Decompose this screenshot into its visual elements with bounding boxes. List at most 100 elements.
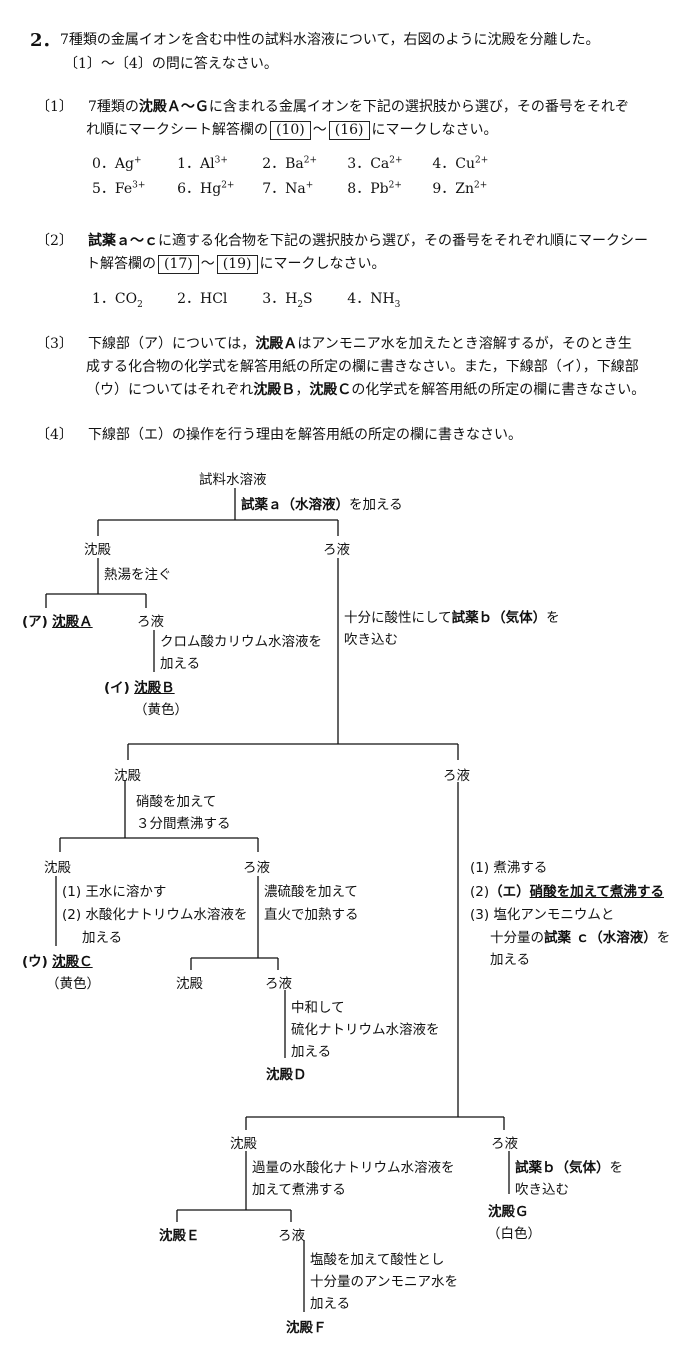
q2-reagent-range: 試薬ａ～ｃ — [88, 233, 158, 249]
q2-line2: ト解答欄の(17)～(19)にマークしなさい。 — [86, 253, 386, 274]
flow-filtrate-1: ろ液 — [323, 542, 350, 558]
flow-filtrate-5: ろ液 — [491, 1136, 518, 1152]
q3-precip-b: 沈殿Ｂ — [253, 382, 296, 398]
flow-precipitate-3: 沈殿 — [44, 860, 71, 876]
option: 3．Ca2+ — [347, 155, 403, 172]
answer-box-16: (16) — [328, 121, 370, 140]
problem-intro-2: 〔1〕～〔4〕の問に答えなさい。 — [64, 56, 278, 72]
flow-boil-4: 十分量の試薬 ｃ（水溶液）を — [490, 930, 671, 946]
q1-line1: 7種類の沈殿Ａ～Ｇに含まれる金属イオンを下記の選択肢から選び，その番号をそれぞ — [88, 96, 629, 116]
flow-naoh-2: 加えて煮沸する — [252, 1182, 346, 1198]
flow-aqua-regia-3: 加える — [82, 930, 123, 946]
flow-filtrate-1b: ろ液 — [137, 614, 164, 630]
option: 7．Na+ — [262, 180, 314, 197]
q3-line3: （ウ）についてはそれぞれ沈殿Ｂ，沈殿Ｃの化学式を解答用紙の所定の欄に書きなさい。 — [86, 379, 645, 399]
flow-boil-1: (1) 煮沸する — [470, 860, 548, 876]
q4-label: 〔4〕 — [36, 427, 73, 443]
flow-neutralize-2: 硫化ナトリウム水溶液を — [291, 1022, 440, 1038]
flow-aqua-regia-2: (2) 水酸化ナトリウム水溶液を — [62, 907, 248, 923]
flow-aqua-regia-1: (1) 王水に溶かす — [62, 884, 167, 900]
flow-neutralize-1: 中和して — [291, 1000, 345, 1016]
option: 3．H2S — [262, 291, 313, 310]
q1-text: れ順にマークシート解答欄の — [86, 122, 268, 138]
q2-text: に適する化合物を下記の選択肢から選び，その番号をそれぞれ順にマークシー — [158, 233, 648, 249]
option: 1．CO2 — [92, 291, 143, 310]
option: 9．Zn2+ — [432, 180, 488, 197]
flow-neutralize-3: 加える — [291, 1044, 332, 1060]
q1-line2: れ順にマークシート解答欄の(10)～(16)にマークしなさい。 — [86, 119, 498, 140]
flow-precipitate-c: (ウ) 沈殿Ｃ — [22, 954, 93, 970]
q1-text: に含まれる金属イオンを下記の選択肢から選び，その番号をそれぞ — [208, 99, 629, 115]
flow-precipitate-a: (ア) 沈殿Ａ — [22, 614, 93, 630]
q3-text: はアンモニア水を加えたとき溶解するが，そのとき生 — [297, 336, 632, 352]
flow-precipitate-b: (イ) 沈殿Ｂ — [104, 680, 175, 696]
flow-precipitate-5: 沈殿 — [230, 1136, 257, 1152]
q3-precip-c: 沈殿Ｃ — [309, 382, 352, 398]
flow-precipitate-f: 沈殿Ｆ — [286, 1320, 327, 1336]
flow-filtrate-3: ろ液 — [243, 860, 270, 876]
flow-b-color: （黄色） — [134, 702, 188, 718]
problem-number: 2． — [30, 30, 61, 51]
option: 4．NH3 — [347, 291, 401, 310]
q2-text: にマークしなさい。 — [259, 256, 386, 272]
flow-hot-water: 熱湯を注ぐ — [104, 567, 172, 583]
q3-line2: 成する化合物の化学式を解答用紙の所定の欄に書きなさい。また，下線部（イ），下線部 — [86, 359, 639, 375]
q3-text: の化学式を解答用紙の所定の欄に書きなさい。 — [351, 382, 646, 398]
q3-text: 下線部（ア）については， — [88, 336, 256, 352]
q3-precip-a: 沈殿Ａ — [255, 336, 298, 352]
flow-chromate-2: 加える — [160, 656, 201, 672]
q2-options: 1．CO2 2．HCl 3．H2S 4．NH3 — [92, 288, 427, 310]
q2-line1: 試薬ａ～ｃに適する化合物を下記の選択肢から選び，その番号をそれぞれ順にマークシー — [88, 230, 648, 250]
flow-filtrate-6: ろ液 — [278, 1228, 305, 1244]
flow-precipitate-2: 沈殿 — [114, 768, 141, 784]
q1-label: 〔1〕 — [36, 99, 73, 115]
flow-sulfuric-2: 直火で加熱する — [264, 907, 359, 923]
flow-precipitate-1: 沈殿 — [84, 542, 111, 558]
flow-gas-b-2: 吹き込む — [515, 1182, 569, 1198]
flow-c-color: （黄色） — [46, 976, 100, 992]
q4-text: 下線部（エ）の操作を行う理由を解答用紙の所定の欄に書きなさい。 — [88, 427, 522, 443]
option: 0．Ag+ — [92, 155, 142, 172]
flow-acid-b-2: 吹き込む — [344, 632, 398, 648]
answer-box-17: (17) — [158, 255, 199, 274]
q1-options-row1: 0．Ag+ 1．Al3+ 2．Ba2+ 3．Ca2+ 4．Cu2+ — [92, 153, 512, 173]
q1-precip-range: 沈殿Ａ～Ｇ — [138, 99, 209, 115]
flow-hcl-2: 十分量のアンモニア水を — [310, 1274, 458, 1290]
flow-boil-3: (3) 塩化アンモニウムと — [470, 907, 615, 923]
flow-naoh-1: 過量の水酸化ナトリウム水溶液を — [252, 1160, 455, 1176]
flow-boil-5: 加える — [490, 952, 531, 968]
flow-acid-b-1: 十分に酸性にして試薬ｂ（気体）を — [344, 610, 560, 626]
flow-filtrate-2: ろ液 — [443, 768, 470, 784]
option: 6．Hg2+ — [177, 180, 235, 197]
q3-label: 〔3〕 — [36, 336, 73, 352]
q1-text: にマークしなさい。 — [371, 122, 498, 138]
flow-g-color: （白色） — [487, 1226, 541, 1242]
q3-text: （ウ）についてはそれぞれ — [86, 382, 254, 398]
flow-precipitate-g: 沈殿Ｇ — [488, 1204, 529, 1220]
flow-sulfuric-1: 濃硫酸を加えて — [264, 884, 358, 900]
flow-sample: 試料水溶液 — [199, 472, 267, 488]
option: 2．Ba2+ — [262, 155, 318, 172]
flow-hcl-3: 加える — [310, 1296, 351, 1312]
answer-box-10: (10) — [270, 121, 311, 140]
q1-options-row2: 5．Fe3+ 6．Hg2+ 7．Na+ 8．Pb2+ 9．Zn2+ — [92, 178, 512, 198]
flow-gas-b-1: 試薬ｂ（気体）を — [515, 1160, 623, 1176]
q2-tilde: ～ — [200, 256, 215, 272]
answer-box-19: (19) — [216, 255, 258, 274]
q1-text: 7種類の — [88, 99, 139, 115]
q3-line1: 下線部（ア）については，沈殿Ａはアンモニア水を加えたとき溶解するが，そのとき生 — [88, 333, 632, 353]
flow-nitric-2: ３分間煮沸する — [136, 816, 231, 832]
problem-intro: 7種類の金属イオンを含む中性の試料水溶液について，右図のように沈殿を分離した。 — [60, 32, 600, 48]
option: 2．HCl — [177, 291, 228, 307]
option: 1．Al3+ — [177, 155, 228, 172]
flow-reagent-a: 試薬ａ（水溶液）を加える — [241, 497, 403, 513]
flow-chromate-1: クロム酸カリウム水溶液を — [160, 634, 322, 650]
flow-precipitate-d: 沈殿Ｄ — [266, 1067, 307, 1083]
flow-precipitate-e: 沈殿Ｅ — [159, 1228, 200, 1244]
option: 4．Cu2+ — [432, 155, 489, 172]
q2-label: 〔2〕 — [36, 233, 73, 249]
option: 5．Fe3+ — [92, 180, 146, 197]
q1-tilde: ～ — [312, 122, 327, 138]
flow-filtrate-4: ろ液 — [265, 976, 292, 992]
